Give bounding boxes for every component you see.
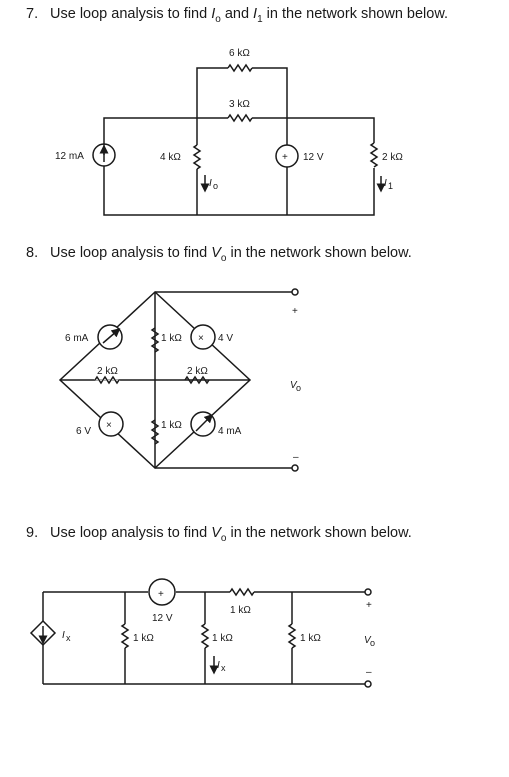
label-6mA: 6 mA <box>65 333 89 344</box>
resistor-1k-lower <box>150 419 160 445</box>
label-4mA: 4 mA <box>218 426 242 437</box>
minus-sign: – <box>366 667 372 678</box>
label-3k: 3 kΩ <box>229 99 250 110</box>
plus-sign: + <box>366 600 372 611</box>
label-vo-sub: o <box>370 638 375 648</box>
arrow-icon <box>195 413 214 432</box>
arrow-icon <box>102 328 121 344</box>
terminal-top <box>364 588 372 596</box>
label-io-sub: o <box>213 181 218 191</box>
problem-number: 7. <box>26 6 39 22</box>
resistor-2k-center <box>184 375 210 385</box>
label-1k-top: 1 kΩ <box>230 605 251 616</box>
resistor-1k-r3 <box>287 623 297 649</box>
voltage-source-4V <box>190 324 216 350</box>
resistor-6k <box>227 63 253 73</box>
problem-9-statement: 9.Use loop analysis to find Vo in the ne… <box>26 525 412 544</box>
wire <box>196 67 228 102</box>
resistor-4k <box>192 144 202 170</box>
circuit-9-labels: + I x 12 V 1 kΩ 1 kΩ 1 kΩ I x 1 kΩ + V o… <box>62 589 375 678</box>
wire <box>196 102 228 119</box>
label-vo: V <box>290 380 298 391</box>
resistor-2k <box>369 142 379 168</box>
label-ix: I <box>62 630 65 641</box>
resistor-2k-left <box>94 375 120 385</box>
label-12V: 12 V <box>152 613 173 624</box>
label-1k-r3: 1 kΩ <box>300 633 321 644</box>
label-ix-sub: x <box>66 633 71 643</box>
terminal-bottom <box>291 464 299 472</box>
label-12V: 12 V <box>303 152 324 163</box>
circuit-7-labels: 6 kΩ 3 kΩ 12 mA 4 kΩ + 12 V 2 kΩ I o I 1 <box>55 48 403 191</box>
label-io: I <box>209 178 212 189</box>
resistor-1k-upper <box>150 327 160 353</box>
minus-sign: – <box>293 452 299 463</box>
plus-sign: + <box>158 589 164 600</box>
cross-mark: × <box>106 420 112 431</box>
problem-number: 8. <box>26 245 39 261</box>
label-ix2-sub: x <box>221 663 226 673</box>
resistor-1k-top <box>229 587 255 597</box>
problem-8-statement: 8.Use loop analysis to find Vo in the ne… <box>26 245 412 264</box>
wire <box>103 166 375 216</box>
circuit-8 <box>58 288 299 472</box>
label-4V: 4 V <box>218 333 233 344</box>
voltage-source-6V <box>98 411 124 437</box>
label-2k: 2 kΩ <box>382 152 403 163</box>
wire <box>103 117 197 155</box>
label-12mA: 12 mA <box>55 151 84 162</box>
label-i1: I <box>384 178 387 189</box>
label-2k-left: 2 kΩ <box>97 366 118 377</box>
resistor-1k-r2 <box>200 623 210 649</box>
label-vo-sub: o <box>296 383 301 393</box>
label-ix2: I <box>217 660 220 671</box>
plus-sign: + <box>282 152 288 163</box>
label-6k: 6 kΩ <box>229 48 250 59</box>
plus-sign: + <box>292 306 298 317</box>
circuit-7 <box>92 63 386 216</box>
wire <box>287 117 375 143</box>
circuit-9 <box>29 578 372 688</box>
label-i1-sub: 1 <box>388 181 393 191</box>
label-1k-r2: 1 kΩ <box>212 633 233 644</box>
wire <box>252 67 288 102</box>
label-vo: V <box>364 635 372 646</box>
cross-mark: × <box>198 333 204 344</box>
label-6V: 6 V <box>76 426 91 437</box>
problem-7-statement: 7.Use loop analysis to find Io and I1 in… <box>26 6 449 25</box>
label-1k-r1: 1 kΩ <box>133 633 154 644</box>
label-1k-lower: 1 kΩ <box>161 420 182 431</box>
label-2k-center: 2 kΩ <box>187 366 208 377</box>
terminal-bottom <box>364 680 372 688</box>
resistor-1k-r1 <box>120 623 130 649</box>
terminal-top <box>291 288 299 296</box>
circuit-8-labels: × × 6 mA 1 kΩ 4 V 2 kΩ 2 kΩ 6 V 1 kΩ 4 m… <box>65 306 301 463</box>
voltage-source-12V <box>148 578 176 606</box>
problem-number: 9. <box>26 525 39 541</box>
wire <box>252 102 288 119</box>
label-1k-upper: 1 kΩ <box>161 333 182 344</box>
label-4k: 4 kΩ <box>160 152 181 163</box>
resistor-3k <box>227 113 253 123</box>
